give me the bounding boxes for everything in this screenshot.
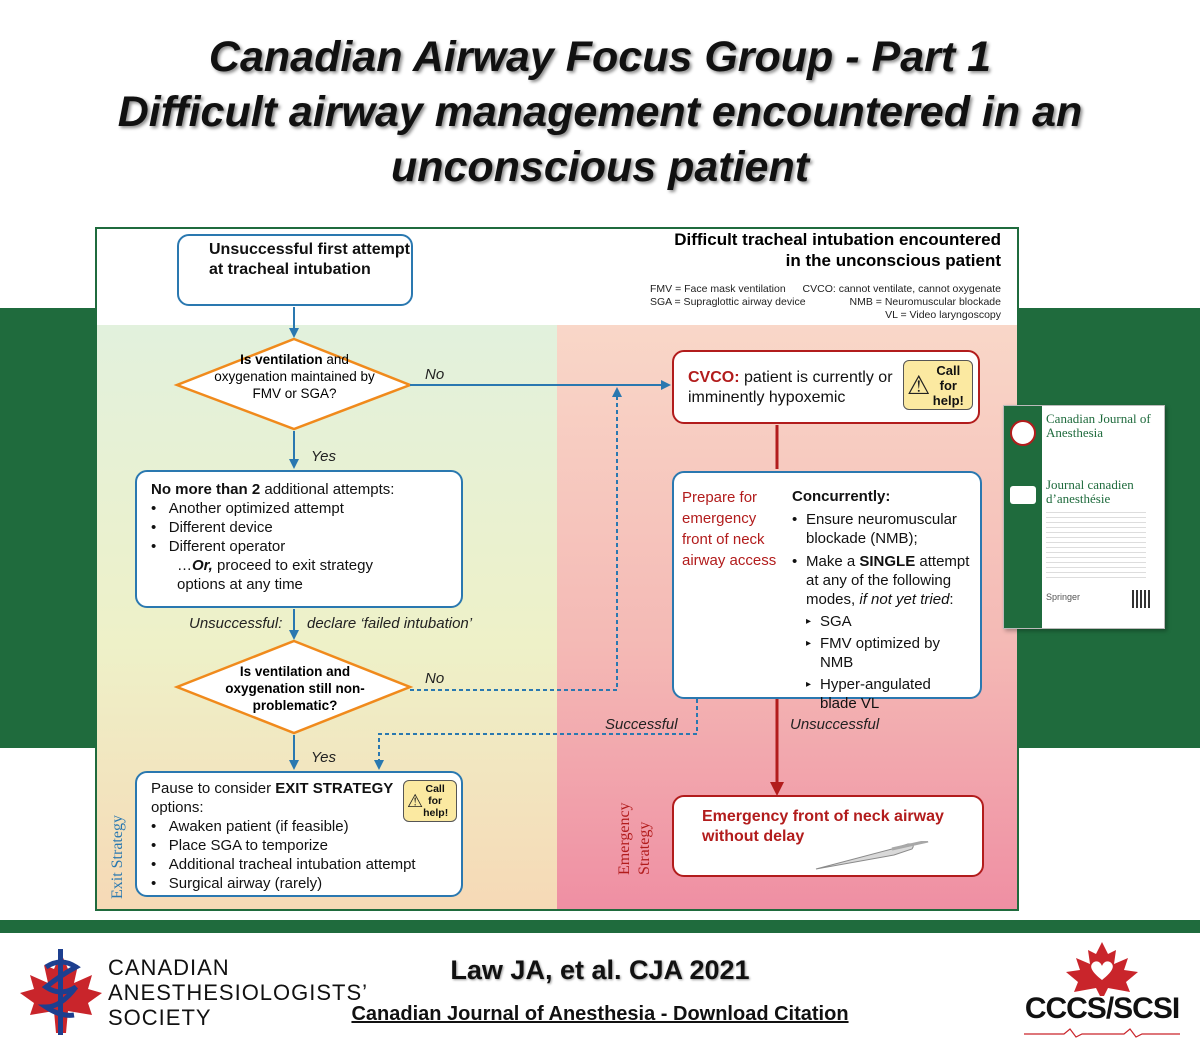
decision-1-pre: Is [240, 352, 251, 367]
scalpel-icon [812, 841, 932, 873]
concurrently-heading: Concurrently: [792, 487, 977, 506]
decision-2-text: Is ventilation and oxygenation still non… [215, 663, 375, 714]
exit-item: • Place SGA to temporize [151, 836, 461, 855]
abbr-right: CVCO: cannot ventilate, cannot oxygenate… [803, 283, 1001, 322]
exit-item: • Surgical airway (rarely) [151, 874, 461, 893]
label-yes-1: Yes [311, 448, 336, 465]
abbr-cvco: CVCO: cannot ventilate, cannot oxygenate [803, 283, 1001, 296]
concurrent-actions-box: Prepare for emergency front of neck airw… [672, 471, 982, 699]
label-successful: Successful [605, 716, 678, 733]
label-no-1: No [425, 366, 444, 383]
mode-item: ▸Hyper-angulated blade VL [806, 675, 977, 713]
warning-icon: ⚠ [907, 372, 930, 398]
attempts-item: • Different operator [151, 537, 461, 556]
mode-item: ▸SGA [806, 612, 977, 631]
cas-seal-icon [1010, 420, 1036, 446]
abbr-nmb: NMB = Neuromuscular blockade [803, 296, 1001, 309]
concurrent-list-wrap: Concurrently: •Ensure neuromuscular bloc… [792, 487, 977, 713]
emergency-box: Emergency front of neck airway without d… [672, 795, 984, 877]
abbr-fmv: FMV = Face mask ventilation [650, 283, 806, 296]
zone-label-exit: Exit Strategy [109, 769, 127, 899]
diagram-heading: Difficult tracheal intubation encountere… [674, 229, 1001, 271]
footer-divider-band [0, 920, 1200, 933]
start-box-text: Unsuccessful first attempt at tracheal i… [209, 241, 410, 278]
label-declare: declare ‘failed intubation’ [307, 615, 472, 632]
qr-code-icon [1132, 590, 1150, 608]
mode-list: ▸SGA ▸FMV optimized by NMB ▸Hyper-angula… [792, 612, 977, 713]
attempts-box: No more than 2 additional attempts: • An… [135, 470, 463, 608]
journal-title-en: Canadian Journal of Anesthesia [1046, 412, 1158, 440]
title-line-2: Difficult airway management encountered … [0, 85, 1200, 140]
call-help-badge-cvco: ⚠ Call for help! [903, 360, 973, 410]
label-no-2: No [425, 670, 444, 687]
warning-icon: ⚠ [407, 792, 423, 810]
journal-toc-lines [1046, 512, 1146, 582]
label-unsuccessful-right: Unsuccessful [790, 716, 879, 733]
exit-rest: options: [151, 799, 204, 816]
mode-item: ▸FMV optimized by NMB [806, 634, 977, 672]
call-help-badge-exit: ⚠ Call for help! [403, 780, 457, 822]
prepare-text: Prepare for emergency front of neck airw… [682, 487, 778, 571]
diagram-heading-line-1: Difficult tracheal intubation encountere… [674, 229, 1001, 250]
attempts-list: • Another optimized attempt • Different … [151, 499, 461, 556]
journal-cover-image: Canadian Journal of Anesthesia Journal c… [1003, 405, 1165, 629]
download-citation-link[interactable]: Canadian Journal of Anesthesia - Downloa… [300, 1003, 900, 1026]
cvco-bold: CVCO: [688, 369, 740, 386]
flowchart-panel: Difficult tracheal intubation encountere… [95, 227, 1019, 911]
attempts-item: • Another optimized attempt [151, 499, 461, 518]
exit-bold: EXIT STRATEGY [275, 780, 393, 797]
decision-1-bold: ventilation [255, 352, 323, 367]
decision-2-pre: Is [240, 664, 251, 679]
label-yes-2: Yes [311, 749, 336, 766]
attempts-rest: additional attempts: [264, 481, 394, 498]
abbr-sga: SGA = Supraglottic airway device [650, 296, 806, 309]
cccs-logo-text: CCCS/SCSI [1012, 992, 1192, 1026]
cccs-logo: CCCS/SCSI [1012, 940, 1192, 1040]
concurrent-item-1: •Ensure neuromuscular blockade (NMB); [792, 510, 977, 548]
abbr-vl: VL = Video laryngoscopy [803, 309, 1001, 322]
attempts-or: …Or, proceed to exit strategy options at… [151, 556, 397, 594]
maple-leaf-heart-icon [1064, 940, 1140, 996]
maple-leaf-caduceus-icon [16, 945, 106, 1040]
exit-list: • Awaken patient (if feasible) • Place S… [151, 817, 461, 893]
springer-logo: Springer [1046, 592, 1080, 602]
decision-1-text: Is ventilation and oxygenation maintaine… [212, 351, 377, 402]
abbr-left: FMV = Face mask ventilation SGA = Suprag… [650, 283, 806, 309]
page-title: Canadian Airway Focus Group - Part 1 Dif… [0, 30, 1200, 195]
exit-item: • Additional tracheal intubation attempt [151, 855, 461, 874]
citation-text: Law JA, et al. CJA 2021 [300, 955, 900, 986]
title-line-3: unconscious patient [0, 140, 1200, 195]
cas-logo [16, 945, 106, 1040]
journal-title-fr: Journal canadien d’anesthésie [1046, 478, 1158, 506]
ecg-line-icon [1024, 1028, 1180, 1038]
title-line-1: Canadian Airway Focus Group - Part 1 [0, 30, 1200, 85]
label-unsuccessful-left: Unsuccessful: [189, 615, 282, 632]
diagram-heading-line-2: in the unconscious patient [674, 250, 1001, 271]
attempts-item: • Different device [151, 518, 461, 537]
exit-prefix: Pause to consider [151, 780, 271, 797]
decision-2-bold: ventilation [255, 664, 323, 679]
concurrent-item-2: •Make a SINGLE attempt at any of the fol… [792, 552, 977, 609]
start-box: Unsuccessful first attempt at tracheal i… [177, 234, 413, 306]
cccs-cover-logo-icon [1010, 486, 1036, 504]
attempts-bold: No more than 2 [151, 481, 260, 498]
